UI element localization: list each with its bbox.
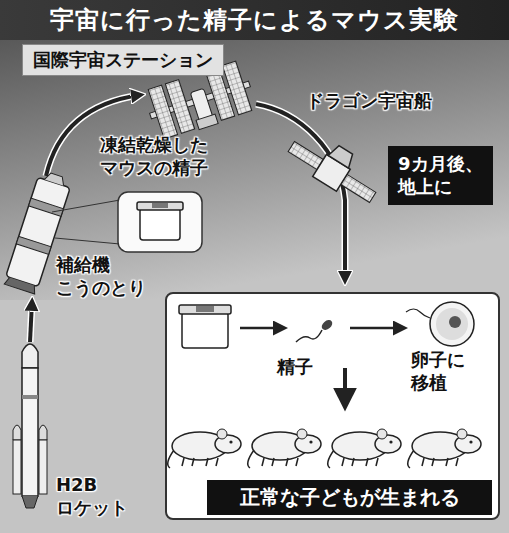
node-text: 正常な子どもが生まれる — [219, 484, 480, 511]
sky — [0, 0, 509, 300]
flight-arrow-outline — [30, 302, 32, 342]
result-panel: 精子 卵子に 移植正常な子どもが生まれる — [165, 292, 500, 520]
egg-illustration — [406, 302, 474, 346]
sperm-illustration — [296, 318, 334, 342]
return-arrow-outline — [256, 104, 345, 280]
step-arrow — [350, 327, 402, 330]
mice-illustration — [168, 429, 481, 468]
h2b-rocket — [13, 344, 47, 508]
result-band: 正常な子どもが生まれる — [207, 480, 492, 515]
kounotori-illustration — [3, 170, 72, 295]
annotation-label: H2B ロケット — [56, 474, 128, 519]
container-illustration — [137, 202, 183, 240]
down-arrow — [343, 368, 347, 402]
panel-ground — [166, 293, 499, 519]
dragon-illustration — [284, 125, 387, 210]
annotation-label: ドラゴン宇宙船 — [306, 90, 432, 113]
return-arrow — [256, 104, 345, 280]
node-text: 卵子に 移植 — [411, 349, 465, 394]
station-box: 国際宇宙ステーション — [22, 44, 224, 76]
mouse — [168, 429, 241, 468]
step-arrow — [240, 327, 282, 330]
node-text: 国際宇宙ステーション — [33, 48, 213, 72]
inset-frame — [118, 192, 202, 252]
annotation-label: 補給機 こうのとり — [56, 254, 146, 299]
inset-leader — [52, 200, 120, 244]
annotation-label: 凍結乾燥した マウスの精子 — [100, 134, 208, 179]
flight-arrow — [30, 302, 32, 342]
return-box: 9カ月後、 地上に — [388, 146, 493, 205]
node-text: 精子 — [277, 356, 313, 379]
mouse — [328, 429, 401, 468]
mouse — [408, 429, 481, 468]
title-band — [0, 0, 509, 40]
node-text: 9カ月後、 地上に — [398, 152, 483, 199]
diagram-title: 宇宙に行った精子によるマウス実験 — [0, 0, 509, 40]
mouse — [248, 429, 321, 468]
panel-container — [179, 305, 231, 348]
